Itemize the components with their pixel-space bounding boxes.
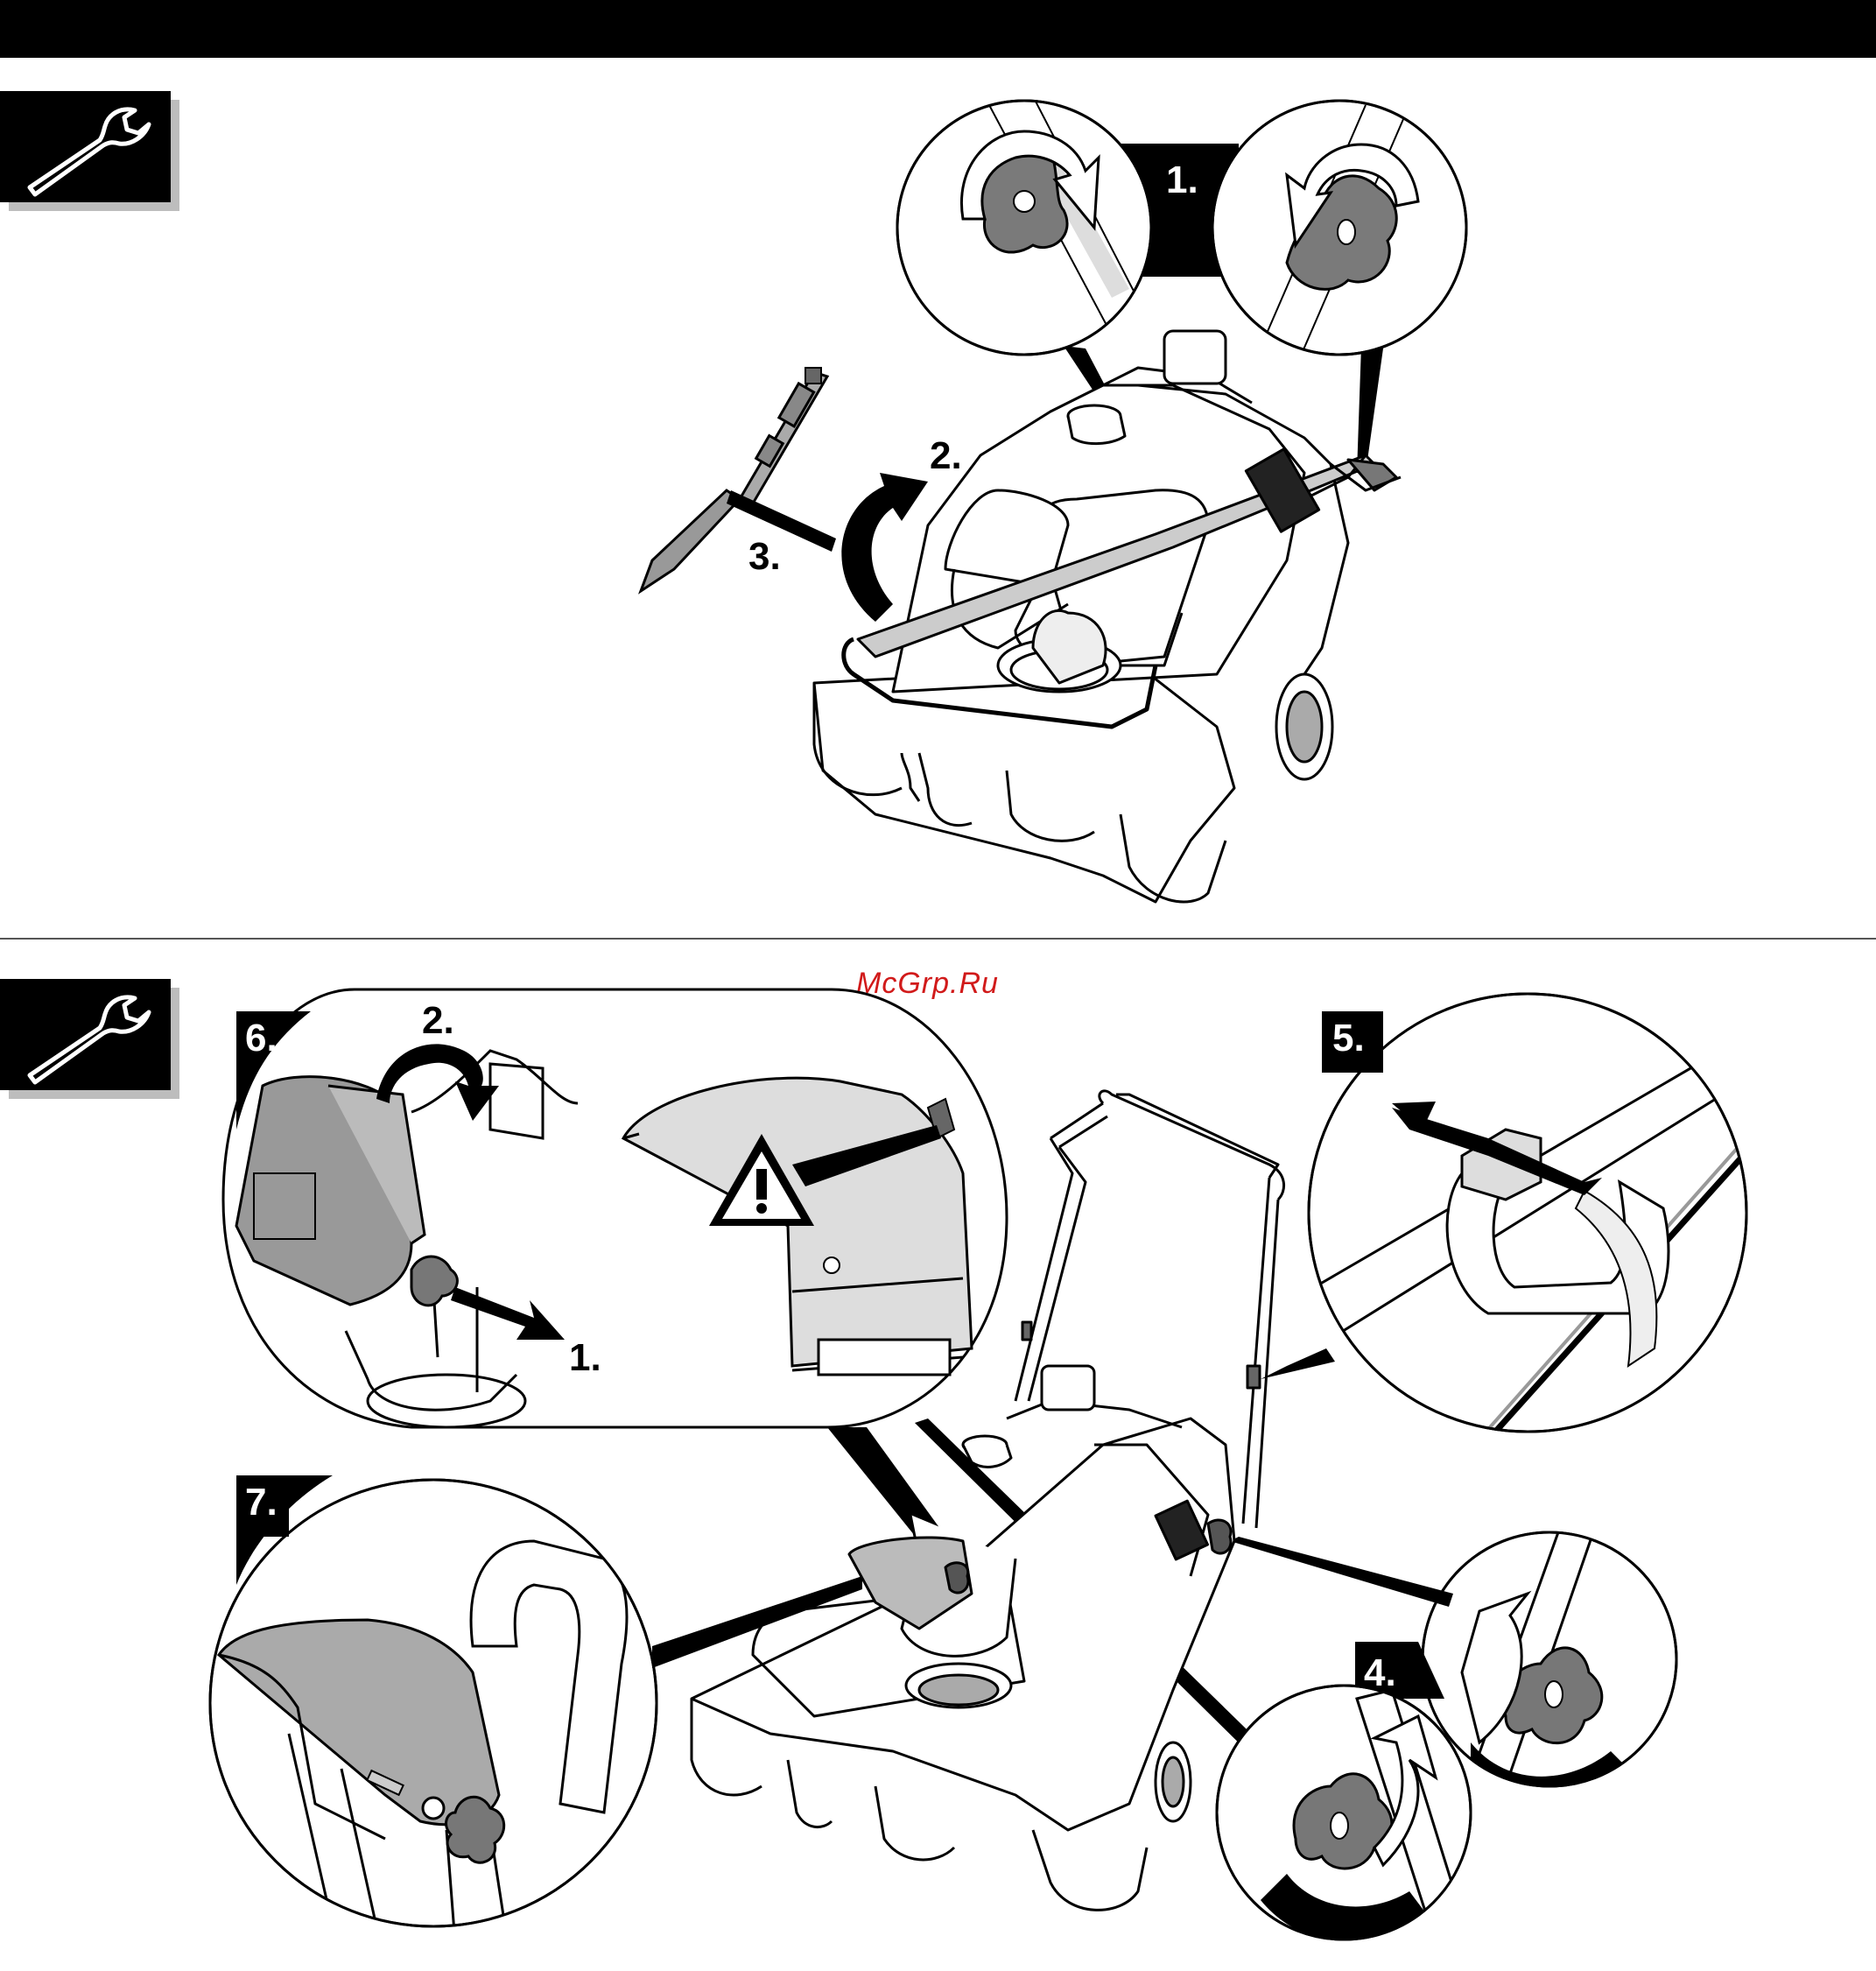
step-7-label: 7.: [245, 1481, 278, 1524]
step-2-label: 2.: [422, 999, 454, 1042]
step-1-label: 1.: [569, 1336, 601, 1379]
chute-deflector-callout: 6. 1. 2.: [223, 989, 1007, 1427]
cable-tie-detail: 5.: [1269, 994, 1751, 1489]
step-3-label: 3.: [748, 535, 781, 578]
knob-tighten-detail-2: [1217, 1686, 1471, 1945]
knob-detail-right: [1212, 101, 1466, 368]
step-6-label: 6.: [245, 1017, 278, 1059]
step-5-label: 5.: [1332, 1017, 1365, 1059]
step-label: 1.: [1166, 158, 1198, 201]
step-2-label: 2.: [930, 434, 962, 477]
knob-detail-left: [897, 96, 1164, 368]
chute-crank-rod: [641, 368, 827, 591]
snow-thrower-top: [814, 331, 1401, 902]
deflector-attachment-detail: 7.: [210, 1475, 657, 1944]
